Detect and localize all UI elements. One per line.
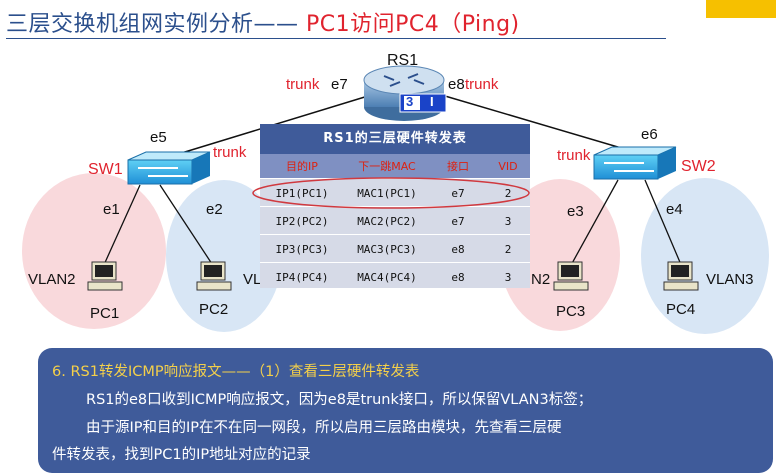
vlan-label-left-a: VLAN2	[28, 271, 76, 288]
info-line-3: 件转发表，找到PC1的IP地址对应的记录	[52, 447, 311, 463]
table-cell: MAC4(PC4)	[357, 270, 417, 284]
pc3-icon	[553, 261, 589, 291]
sw1-trunk-label: trunk	[213, 144, 247, 161]
sw1-switch-icon	[127, 151, 211, 185]
port-e3: e3	[567, 203, 584, 220]
vlan3-left-zone	[166, 180, 282, 332]
port-e5: e5	[150, 129, 167, 146]
trunk-label-right: trunk	[465, 76, 499, 93]
table-cell: 2	[504, 186, 512, 200]
pc4-icon	[663, 261, 699, 291]
table-cell: e8	[451, 270, 465, 284]
info-heading-text: RS1转发ICMP响应报文——（1）查看三层硬件转发表	[70, 364, 420, 380]
table-cell: 3	[504, 214, 512, 228]
table-header-cell: 目的IP	[286, 160, 318, 173]
table-row: IP3(PC3) MAC3(PC3) e8 2	[260, 234, 530, 263]
table-header-cell: 下一跳MAC	[358, 160, 416, 173]
sw2-label: SW2	[681, 158, 716, 175]
table-cell: IP3(PC3)	[275, 242, 329, 256]
table-title: RS1的三层硬件转发表	[260, 124, 530, 154]
table-cell: MAC3(PC3)	[357, 242, 417, 256]
vlan2-right-zone	[500, 179, 620, 331]
info-panel: 6. RS1转发ICMP响应报文——（1）查看三层硬件转发表 RS1的e8口收到…	[38, 348, 773, 473]
table-cell: 3	[504, 270, 512, 284]
info-heading: 6. RS1转发ICMP响应报文——（1）查看三层硬件转发表	[52, 360, 419, 381]
vlan2-left-zone	[22, 173, 166, 329]
table-cell: e7	[451, 186, 465, 200]
port-e2: e2	[206, 201, 223, 218]
trunk-label-left: trunk	[286, 76, 320, 93]
page-title: 三层交换机组网实例分析—— PC1访问PC4（Ping)	[6, 4, 706, 40]
rs1-label: RS1	[387, 52, 419, 69]
vlan-label-right-a: N2	[531, 271, 551, 288]
table-row: IP2(PC2) MAC2(PC2) e7 3	[260, 206, 530, 235]
pc1-icon	[87, 261, 123, 291]
sw1-label: SW1	[88, 161, 123, 178]
table-cell: MAC1(PC1)	[357, 186, 417, 200]
table-cell: MAC2(PC2)	[357, 214, 417, 228]
table-header-row: 目的IP 下一跳MAC 接口 VID	[260, 154, 530, 178]
info-heading-num: 6.	[52, 364, 66, 380]
table-cell: 2	[504, 242, 512, 256]
title-main-text: 三层交换机组网实例分析——	[6, 12, 306, 37]
title-underline	[6, 38, 666, 39]
rs1-badge-number: 3	[406, 94, 414, 109]
table-row: IP1(PC1) MAC1(PC1) e7 2	[260, 178, 530, 207]
port-e8: e8	[448, 76, 465, 93]
rs1-badge-bar: I	[430, 94, 434, 109]
table-row: IP4(PC4) MAC4(PC4) e8 3	[260, 262, 530, 291]
port-e4: e4	[666, 201, 683, 218]
sw2-switch-icon	[593, 146, 677, 180]
vlan-label-right-b: VLAN3	[706, 271, 754, 288]
rs1-router-icon	[363, 65, 447, 121]
pc1-label: PC1	[90, 305, 120, 322]
table-cell: IP4(PC4)	[275, 270, 329, 284]
port-e6: e6	[641, 126, 658, 143]
forwarding-table: RS1的三层硬件转发表 目的IP 下一跳MAC 接口 VID IP1(PC1) …	[260, 124, 530, 288]
port-e7: e7	[331, 76, 348, 93]
table-cell: IP2(PC2)	[275, 214, 329, 228]
table-cell: IP1(PC1)	[275, 186, 329, 200]
info-line-2: 由于源IP和目的IP在不在同一网段，所以启用三层路由模块，先查看三层硬	[86, 420, 562, 436]
table-cell: e7	[451, 214, 465, 228]
pc4-label: PC4	[666, 301, 696, 318]
info-line-1: RS1的e8口收到ICMP响应报文，因为e8是trunk接口，所以保留VLAN3…	[86, 392, 593, 408]
vlan-label-left-b: VL	[243, 271, 262, 288]
pc2-label: PC2	[199, 301, 229, 318]
table-header-cell: VID	[498, 159, 518, 173]
pc3-label: PC3	[556, 303, 586, 320]
table-header-cell: 接口	[447, 160, 469, 173]
pc2-icon	[196, 261, 232, 291]
vlan3-right-zone	[641, 178, 769, 334]
corner-tag	[706, 0, 776, 18]
sw2-trunk-label: trunk	[557, 147, 591, 164]
title-sub-text: PC1访问PC4（Ping)	[306, 12, 520, 37]
port-e1: e1	[103, 201, 120, 218]
table-cell: e8	[451, 242, 465, 256]
